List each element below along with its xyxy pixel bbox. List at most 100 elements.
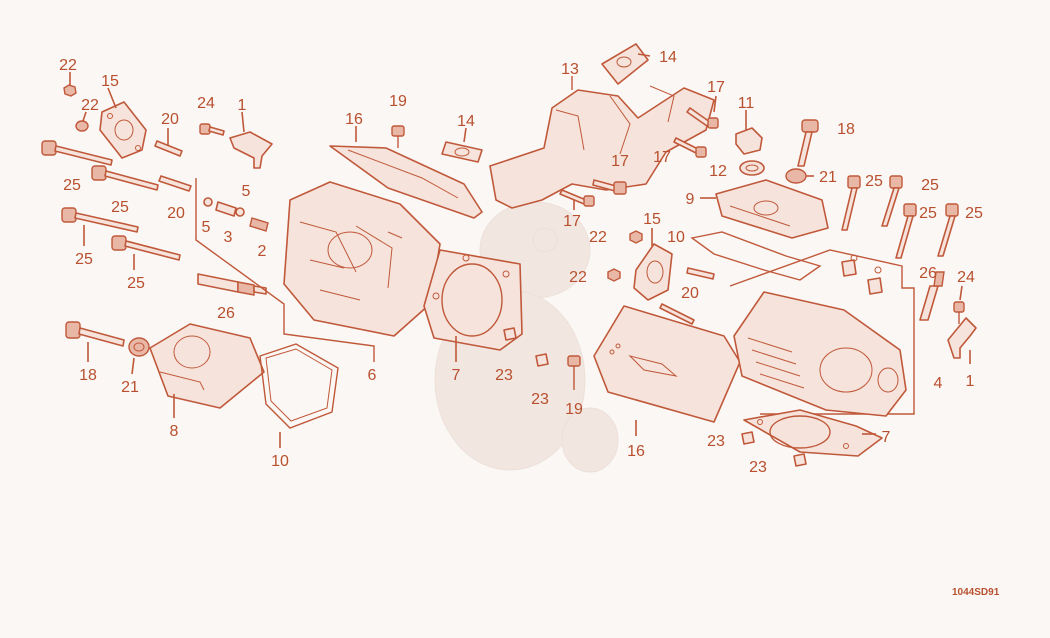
- stud-20-a: [154, 128, 183, 157]
- callout-21-a: 21: [121, 379, 139, 396]
- callout-1-a: 1: [238, 97, 247, 114]
- callout-7-a: 7: [452, 367, 461, 384]
- nut-22-c: [629, 230, 643, 244]
- callout-5-a: 5: [242, 183, 251, 200]
- diagram-code: 1044SD91: [952, 587, 1000, 598]
- head-gasket-7-right: [743, 409, 883, 457]
- cover-16-right: [593, 305, 741, 436]
- callout-18-b: 18: [837, 121, 855, 138]
- bolt-25-c: [61, 207, 139, 246]
- manifold-gasket-15-right: [633, 228, 673, 301]
- stud-20-c: [686, 267, 715, 280]
- callout-1-b: 1: [966, 373, 975, 390]
- callout-26-a: 26: [217, 305, 235, 322]
- callout-11: 11: [738, 95, 755, 112]
- callout-8: 8: [170, 423, 179, 440]
- bolt-25-b: [91, 165, 159, 191]
- grommet-21-right: [785, 168, 814, 184]
- bracket-1-left: [229, 111, 273, 169]
- small-parts-5-3-2: [203, 197, 269, 232]
- callout-25-f: 25: [921, 177, 939, 194]
- callout-25-c: 25: [75, 251, 93, 268]
- callout-6: 6: [368, 367, 377, 384]
- callout-14-b: 14: [659, 49, 677, 66]
- stud-20-d: [659, 303, 695, 325]
- nut-22-d: [607, 268, 621, 282]
- o-ring-12: [739, 160, 765, 176]
- callout-12: 12: [709, 163, 727, 180]
- bolt-17-b: [673, 137, 707, 158]
- dowel-23-b: [535, 353, 549, 367]
- manifold-gasket-14-b: [601, 43, 651, 85]
- bolt-18-right: [797, 119, 819, 167]
- callout-25-d: 25: [127, 275, 145, 292]
- bracket-1-right: [947, 317, 977, 364]
- nut-22-a: [63, 72, 77, 97]
- callout-23-c: 23: [707, 433, 725, 450]
- callout-4: 4: [934, 375, 943, 392]
- bolt-17-d: [559, 189, 595, 210]
- callout-24-b: 24: [957, 269, 975, 286]
- bolt-25-a: [41, 140, 113, 166]
- dowel-23-d: [793, 453, 807, 467]
- callout-22-b: 22: [81, 97, 99, 114]
- manifold-gasket-14-a: [441, 127, 483, 163]
- callout-17-b: 17: [653, 149, 671, 166]
- callout-19-a: 19: [389, 93, 407, 110]
- spark-plug-26-left: [197, 273, 267, 296]
- bolt-19-left: [391, 125, 405, 148]
- callout-20-b: 20: [167, 205, 185, 222]
- nut-22-b: [75, 111, 89, 132]
- cover-gasket-10-left: [259, 343, 339, 448]
- stud-20-b: [158, 175, 192, 192]
- callout-25-g: 25: [919, 205, 937, 222]
- callout-22-d: 22: [569, 269, 587, 286]
- callout-20-a: 20: [161, 111, 179, 128]
- bolt-17-a: [686, 95, 719, 129]
- callout-20-c: 20: [681, 285, 699, 302]
- manifold-gasket-15-left: [99, 87, 147, 159]
- callout-25-e: 25: [865, 173, 883, 190]
- callout-22-c: 22: [589, 229, 607, 246]
- head-cover-8: [149, 323, 265, 418]
- callout-25-a: 25: [63, 177, 81, 194]
- callout-13: 13: [561, 61, 579, 78]
- callout-21-b: 21: [819, 169, 837, 186]
- cover-16-left: [329, 126, 483, 219]
- bolt-25-e: [841, 175, 861, 231]
- callout-17-c: 17: [611, 153, 629, 170]
- cover-gasket-10-right: [690, 231, 822, 281]
- callout-10-a: 10: [271, 453, 289, 470]
- bolt-25-f: [881, 175, 903, 227]
- callout-23-b: 23: [531, 391, 549, 408]
- callout-16-b: 16: [627, 443, 645, 460]
- callout-17-d: 17: [563, 213, 581, 230]
- bolt-18-left: [65, 321, 125, 362]
- callout-15-a: 15: [101, 73, 119, 90]
- bolt-25-g: [895, 203, 917, 259]
- bolt-24-right: [953, 285, 965, 324]
- bolt-25-h: [937, 203, 959, 257]
- callout-3: 3: [224, 229, 233, 246]
- grommet-21-left: [128, 337, 150, 375]
- intake-manifold-13: [489, 76, 715, 209]
- callout-23-d: 23: [749, 459, 767, 476]
- callout-25-h: 25: [965, 205, 983, 222]
- callout-26-b: 26: [919, 265, 937, 282]
- callout-17-a: 17: [707, 79, 725, 96]
- callout-24-a: 24: [197, 95, 215, 112]
- callout-14-a: 14: [457, 113, 475, 130]
- dowel-23-c: [741, 431, 755, 445]
- callout-16-a: 16: [345, 111, 363, 128]
- callout-19-b: 19: [565, 401, 583, 418]
- oil-cap-11: [735, 110, 763, 155]
- valve-spring-parts: [841, 254, 883, 295]
- callout-7-b: 7: [882, 429, 891, 446]
- callout-2: 2: [258, 243, 267, 260]
- callout-23-a: 23: [495, 367, 513, 384]
- callout-25-b: 25: [111, 199, 129, 216]
- callout-labels: 22 15 22 24 1 20 25 25 20 5 5 3 2 25 25 …: [59, 49, 983, 476]
- head-cover-9: [700, 179, 829, 239]
